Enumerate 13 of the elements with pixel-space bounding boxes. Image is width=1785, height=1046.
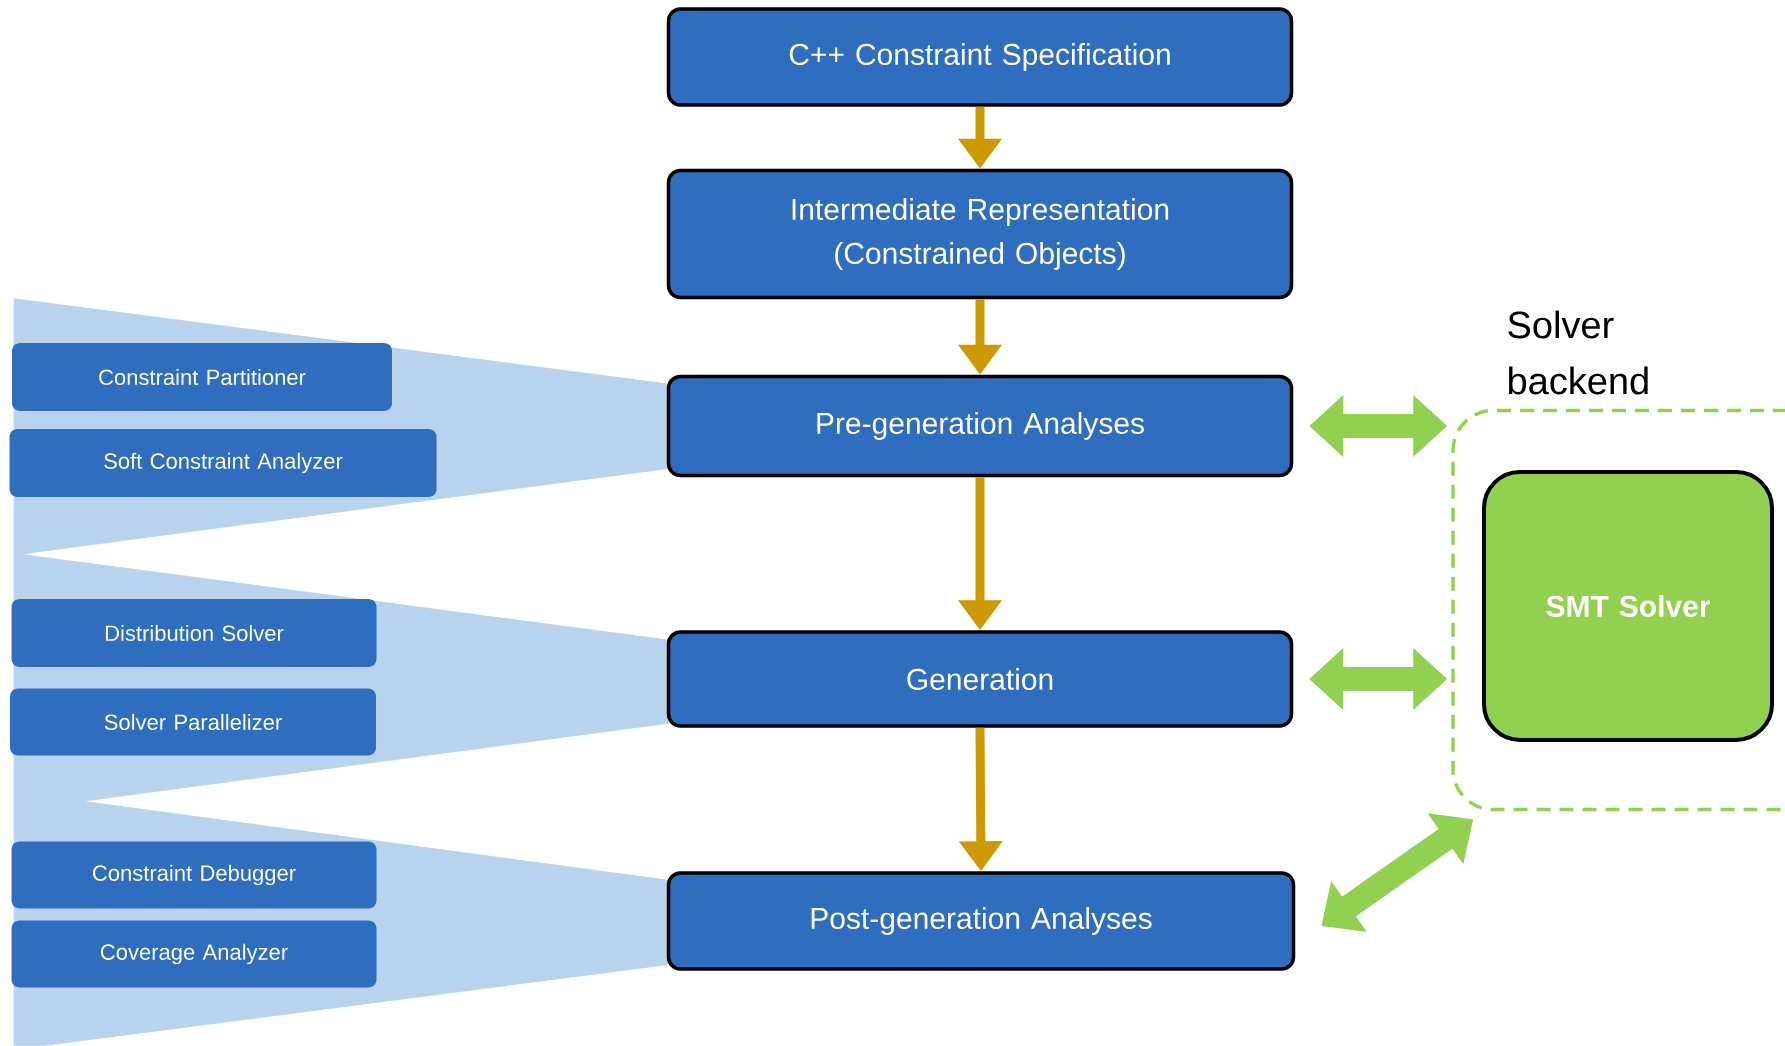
process-box: C++ Constraint Specification	[666, 7, 1294, 107]
process-box: Pre-generation Analyses	[666, 374, 1294, 478]
tool-box: Distribution Solver	[11, 599, 377, 667]
process-box: Intermediate Representation (Constrained Objects)	[666, 168, 1294, 300]
tool-box: Coverage Analyzer	[11, 920, 377, 988]
tool-box: Soft Constraint Analyzer	[9, 429, 437, 497]
process-box: Post-generation Analyses	[666, 871, 1296, 971]
tool-box: Constraint Partitioner	[12, 343, 392, 411]
solver-box: SMT Solver	[1482, 470, 1774, 742]
tool-box: Solver Parallelizer	[10, 688, 376, 756]
tool-box: Constraint Debugger	[11, 841, 377, 909]
process-box: Generation	[666, 630, 1294, 728]
group-title: Solver backend	[1508, 310, 1648, 395]
